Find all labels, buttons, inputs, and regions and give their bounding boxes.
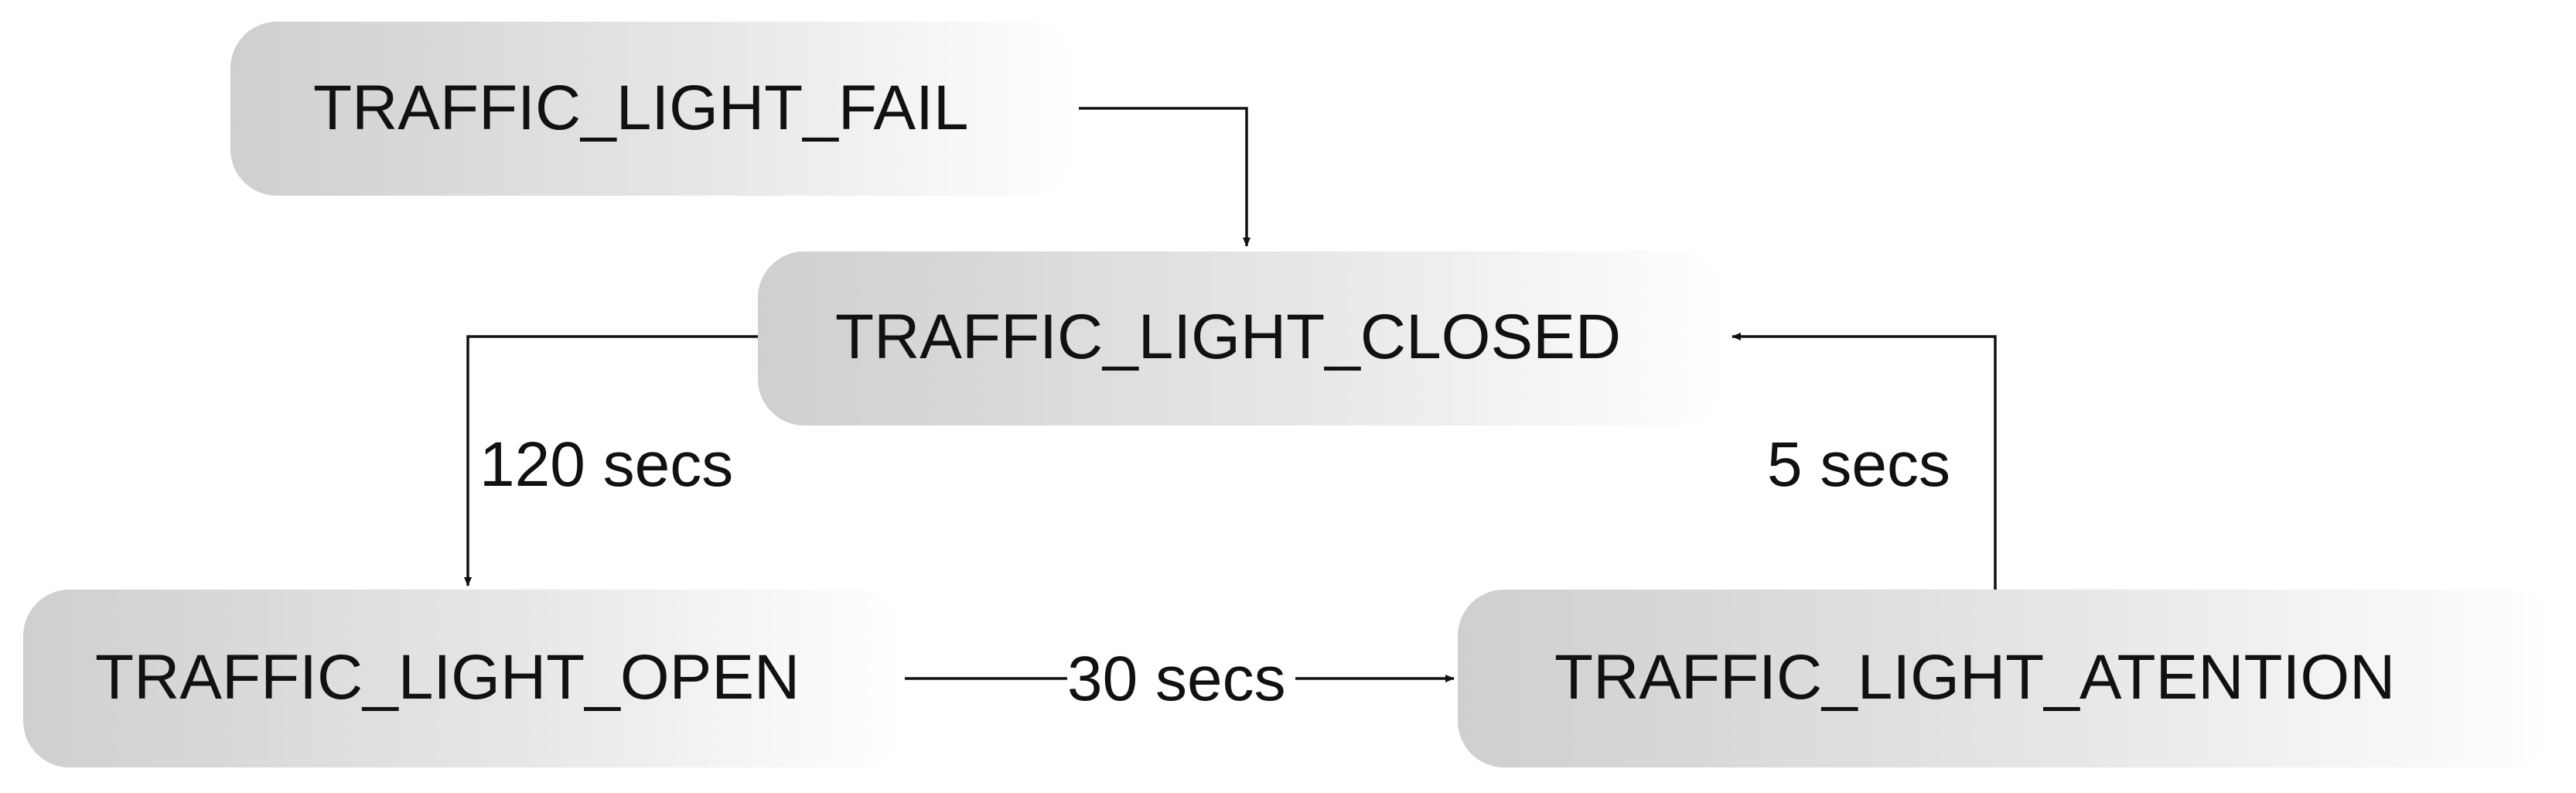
- edge-open-to-attention: 30 secs: [905, 644, 1455, 714]
- edge-fail-to-closed: [1079, 107, 1250, 247]
- edge-attention-to-closed: 5 secs: [1732, 333, 1997, 590]
- edge-label-open-to-attention: 30 secs: [1067, 644, 1286, 714]
- node-label-closed: TRAFFIC_LIGHT_CLOSED: [835, 302, 1621, 372]
- edge-closed-to-open: 120 secs: [464, 335, 758, 586]
- node-traffic-light-open: TRAFFIC_LIGHT_OPEN: [23, 590, 905, 767]
- node-traffic-light-closed: TRAFFIC_LIGHT_CLOSED: [758, 251, 1725, 426]
- node-traffic-light-fail: TRAFFIC_LIGHT_FAIL: [230, 22, 1075, 196]
- node-label-open: TRAFFIC_LIGHT_OPEN: [95, 642, 800, 713]
- edge-label-attention-to-closed: 5 secs: [1767, 429, 1950, 500]
- edge-label-closed-to-open: 120 secs: [479, 429, 733, 500]
- node-traffic-light-attention: TRAFFIC_LIGHT_ATENTION: [1458, 590, 2556, 767]
- node-label-attention: TRAFFIC_LIGHT_ATENTION: [1554, 642, 2395, 713]
- node-label-fail: TRAFFIC_LIGHT_FAIL: [313, 73, 969, 143]
